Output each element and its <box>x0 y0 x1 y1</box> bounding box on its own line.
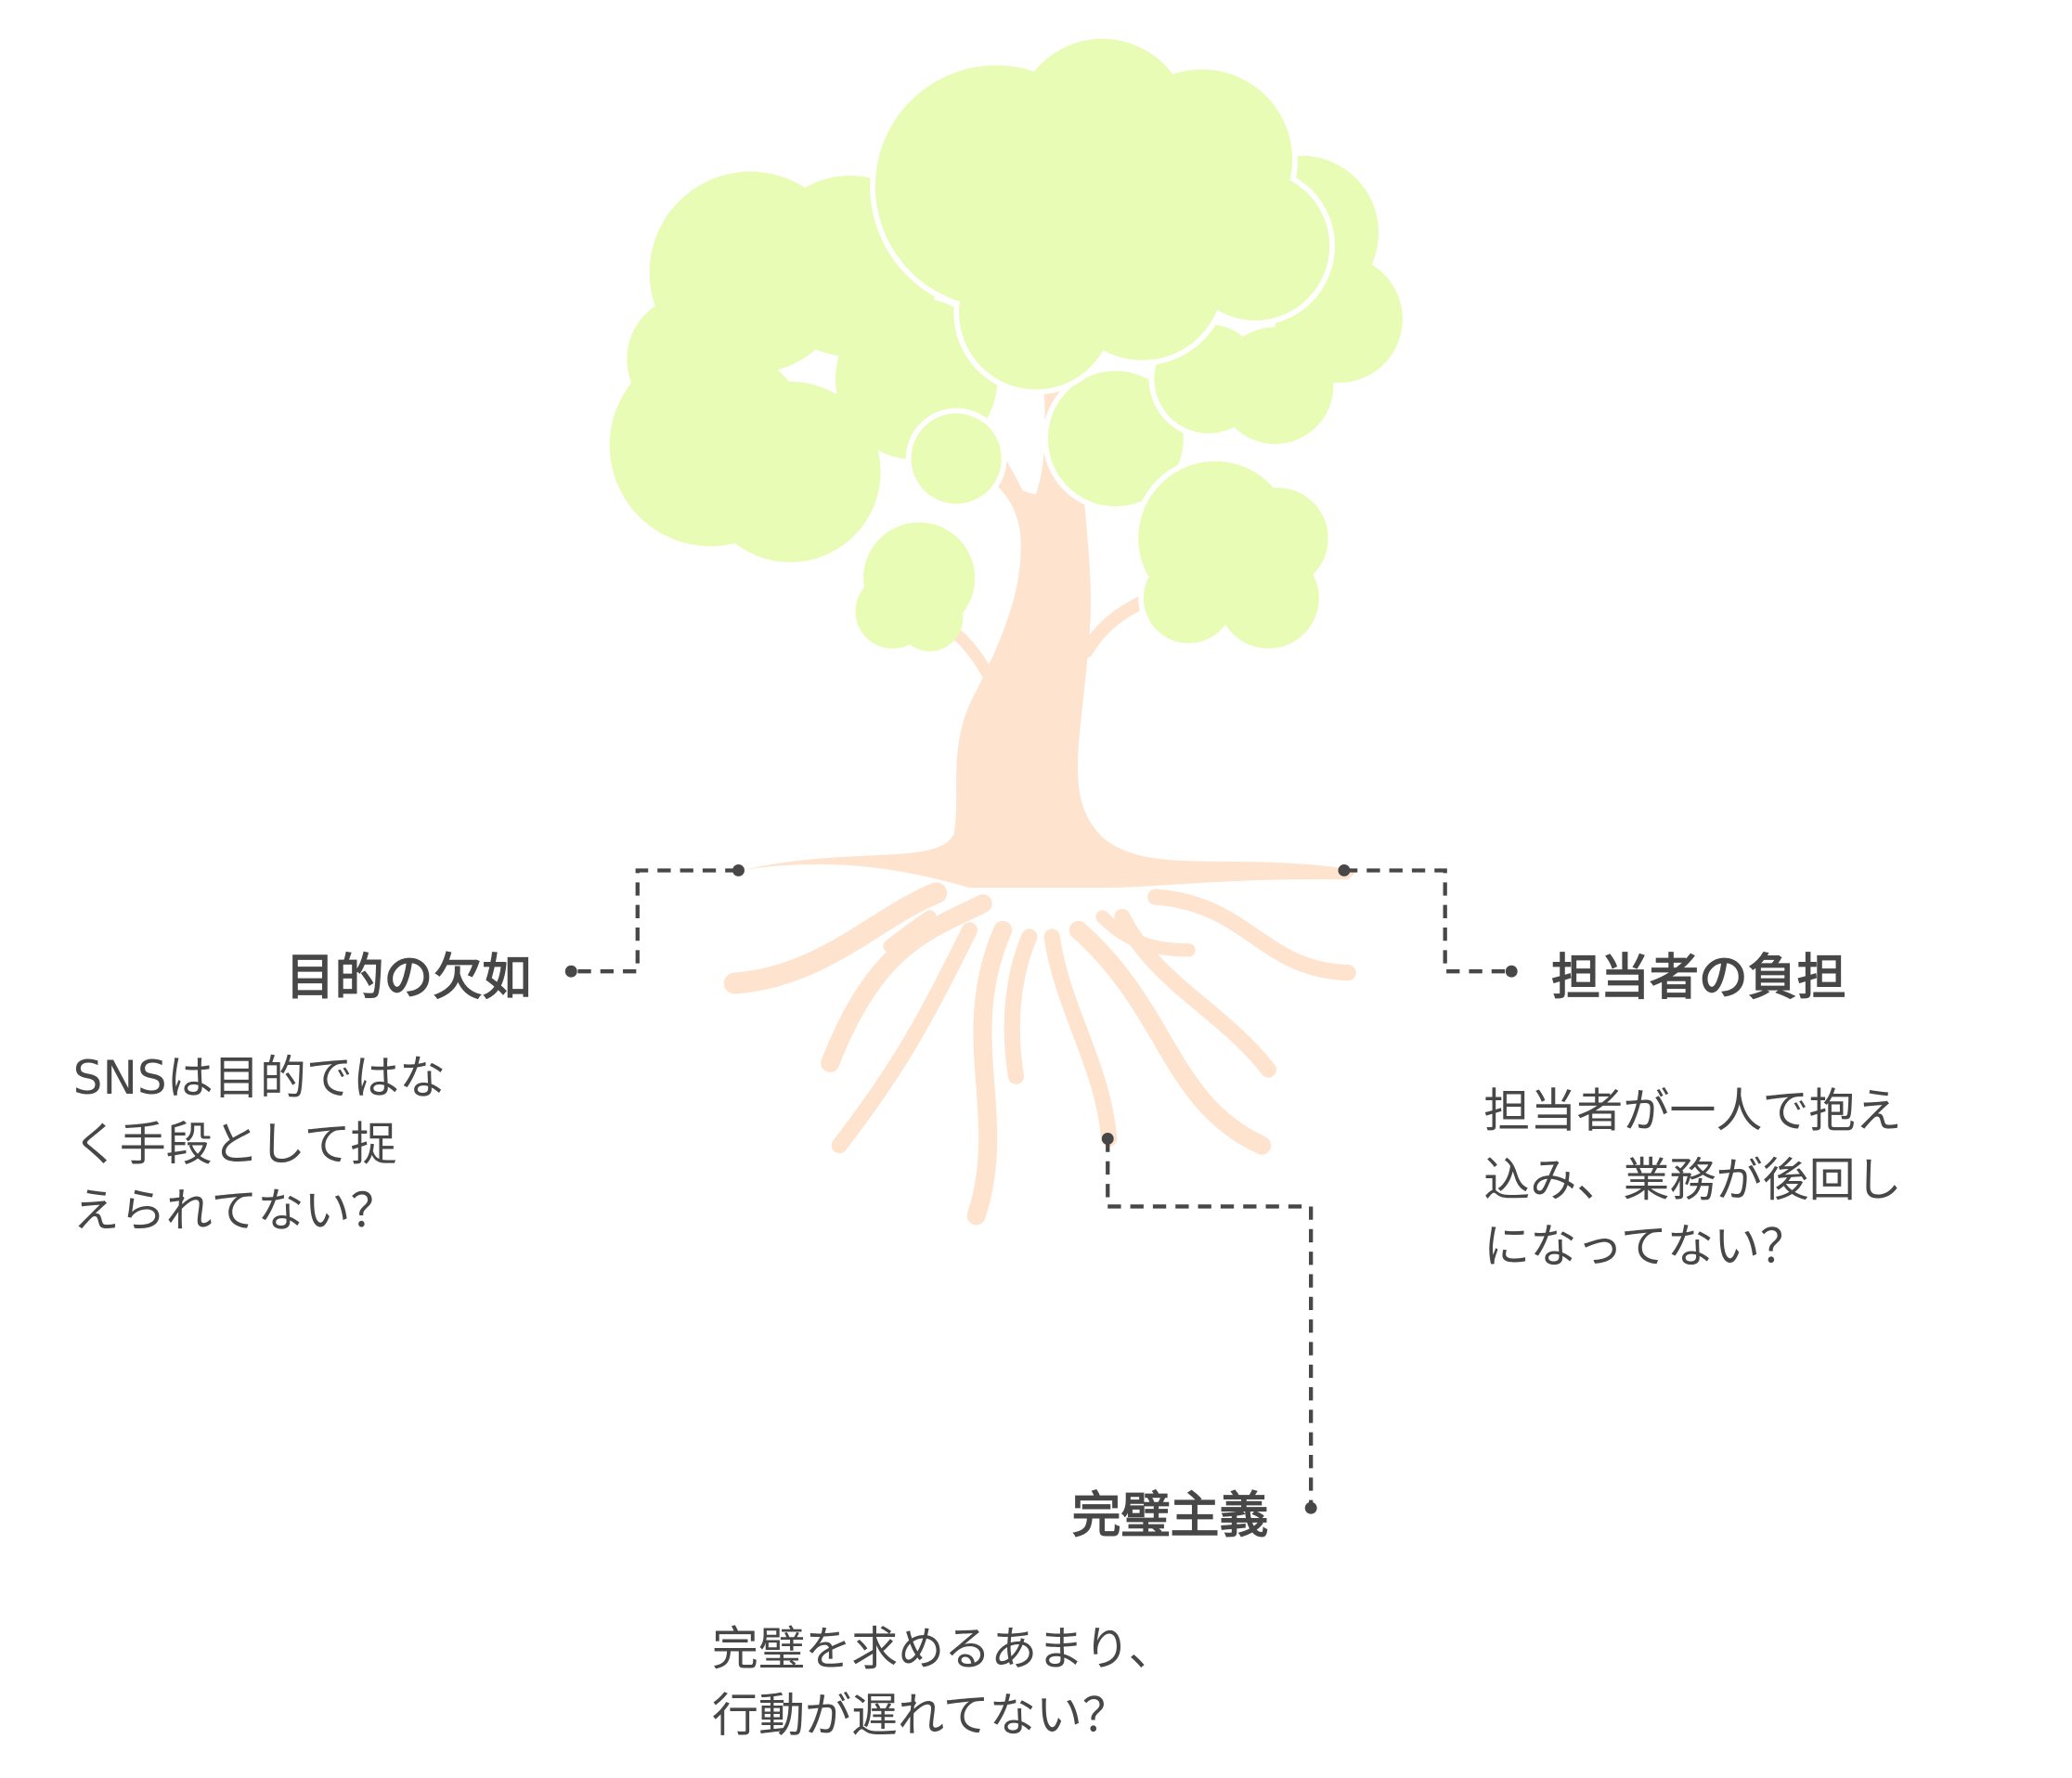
tree-roots <box>723 882 1356 1226</box>
cause-description-line: 完璧を求めるあまり、 <box>712 1622 1175 1676</box>
canopy-cluster-mid <box>905 365 1189 513</box>
connector-dot <box>1101 1133 1114 1145</box>
cause-description-line: えられてない？ <box>73 1184 397 1238</box>
canopy-cluster-lower-left <box>855 522 976 652</box>
cause-purpose: 目的の欠如 SNSは目的ではな く手段として捉 えられてない？ <box>73 950 532 1238</box>
canopy-cluster-top <box>870 33 1335 396</box>
connector-dot <box>1338 864 1351 876</box>
cause-perfectionism: 完璧主義 完璧を求めるあまり、 行動が遅れてない？ <box>712 1487 1268 1743</box>
cause-description-line: 行動が遅れてない？ <box>712 1689 1129 1743</box>
connector-dot <box>1304 1501 1317 1514</box>
cause-title: 担当者の負担 <box>1551 950 1846 1006</box>
cause-title: 目的の欠如 <box>286 950 532 1006</box>
connector-dot <box>564 965 577 978</box>
cause-description-line: になってない？ <box>1483 1220 1807 1274</box>
connector-bottom <box>1101 1133 1317 1514</box>
cause-title: 完璧主義 <box>1072 1487 1269 1544</box>
cause-description-line: く手段として捉 <box>73 1117 397 1171</box>
connector-left <box>564 864 745 978</box>
connector-right <box>1338 864 1518 978</box>
tree-canopy <box>604 33 1408 655</box>
cause-description-line: SNSは目的ではな <box>73 1051 446 1105</box>
cause-description-line: 担当者が一人で抱え <box>1483 1084 1902 1138</box>
canopy-cluster-lower-right <box>1133 456 1334 655</box>
connector-dot <box>732 864 745 876</box>
cause-description-line: 込み、業務が後回し <box>1483 1153 1902 1207</box>
cause-workload: 担当者の負担 担当者が一人で抱え 込み、業務が後回し になってない？ <box>1483 950 1902 1274</box>
connector-dot <box>1505 965 1518 978</box>
